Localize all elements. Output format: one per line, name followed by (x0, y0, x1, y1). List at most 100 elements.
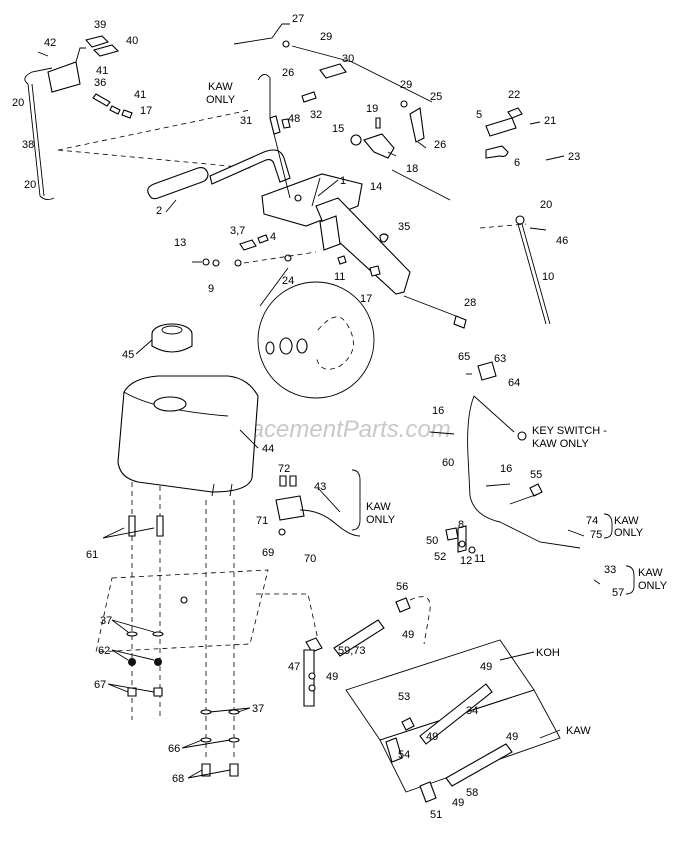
callout: 13 (174, 237, 186, 249)
detail-pointer (259, 267, 289, 307)
bolt-28 (453, 315, 467, 329)
tank-44 (117, 375, 259, 493)
callout: 34 (466, 705, 478, 717)
detail-washer-3 (296, 338, 308, 354)
callout: 59,73 (338, 645, 366, 657)
note-kaw-only-3: KAW (614, 515, 639, 527)
callout: 42 (44, 37, 56, 49)
callout: 41 (96, 65, 108, 77)
callout: 51 (430, 809, 442, 821)
callouts: 1 2 3,7 4 5 6 8 9 10 11 11 12 13 14 15 1… (12, 13, 624, 821)
hardware-row (192, 234, 381, 277)
detail-washer-1 (265, 341, 275, 355)
rod-38 (27, 83, 45, 197)
mount-plate (95, 569, 269, 653)
handle-bar (209, 149, 291, 185)
leader-37b (209, 707, 251, 713)
pin-23 (545, 155, 565, 161)
callout: 6 (514, 157, 520, 169)
nut-17 (121, 109, 133, 119)
callout: 55 (530, 469, 542, 481)
washer-47b (308, 684, 316, 692)
leader-44 (239, 429, 259, 449)
callout: 16 (432, 405, 444, 417)
wire-74 (567, 529, 585, 537)
callout: 4 (270, 231, 276, 243)
bracket (47, 61, 81, 93)
key-lead (473, 395, 515, 433)
wiring-group (429, 361, 635, 595)
fuel-tank-group (95, 323, 269, 777)
callout: 57 (612, 587, 624, 599)
nut-11b (468, 546, 476, 554)
knob-15 (350, 134, 362, 146)
callout: 64 (508, 377, 520, 389)
callout: 46 (556, 235, 568, 247)
callout: 8 (458, 519, 464, 531)
washer-37b (152, 631, 164, 637)
callout: 66 (168, 743, 180, 755)
harness-60 (467, 395, 581, 549)
callout: 53 (398, 691, 410, 703)
callout: 38 (22, 139, 34, 151)
fitting-53 (401, 717, 415, 731)
grip-2 (147, 167, 209, 200)
note-kaw-only-2b: ONLY (366, 514, 396, 526)
note-kaw-only-4b: ONLY (638, 580, 668, 592)
clip-20 (515, 215, 525, 225)
detail-ghost (315, 316, 354, 370)
callout: 19 (366, 103, 378, 115)
kaw-bracket-1 (351, 469, 361, 531)
callout: 33 (604, 564, 616, 576)
callout: 12 (460, 555, 472, 567)
key-switch (517, 431, 527, 441)
cap-45-side (151, 334, 193, 353)
note-kaw: KAW (566, 725, 591, 737)
lever-14 (363, 133, 395, 159)
nut-17b (369, 265, 381, 277)
note-kaw-only-1b: ONLY (206, 94, 236, 106)
note-kaw-only-4: KAW (638, 567, 663, 579)
callout: 21 (544, 115, 556, 127)
bracket-arm (75, 47, 86, 63)
bracket-47 (303, 649, 315, 707)
studs-61 (128, 515, 164, 537)
pad-39 (85, 35, 110, 48)
callout: 41 (134, 89, 146, 101)
washer-66b (228, 737, 240, 743)
fitting-31 (269, 115, 281, 135)
callout: 49 (402, 629, 414, 641)
callout: 44 (262, 443, 274, 455)
washer-37a (126, 631, 138, 637)
hose-58 (445, 743, 513, 787)
callout: 49 (506, 731, 518, 743)
callout: 17 (140, 105, 152, 117)
valve-71 (275, 495, 305, 521)
callout: 31 (240, 115, 252, 127)
switch-63 (477, 361, 497, 381)
clip-35 (379, 233, 389, 243)
callout: 39 (94, 19, 106, 31)
bolt-18 (387, 151, 397, 157)
callout: 28 (464, 297, 476, 309)
callout: 72 (278, 463, 290, 475)
callout: 49 (326, 671, 338, 683)
rod-10 (517, 223, 551, 325)
callout: 11 (474, 553, 485, 565)
callout: 30 (342, 53, 354, 65)
cable-main (291, 45, 433, 103)
hose-34 (419, 683, 493, 745)
note-kaw-only-3b: ONLY (614, 527, 644, 539)
brake-linkage-group (24, 35, 251, 201)
handle-slot (311, 177, 321, 207)
callout: 56 (396, 581, 408, 593)
callout: 10 (542, 271, 554, 283)
pad-40 (92, 44, 120, 57)
bolt-28-leader (403, 295, 457, 317)
leader-61 (102, 527, 155, 539)
lever-26 (417, 141, 427, 149)
tank-mount-dash (131, 482, 235, 760)
valve-56 (395, 597, 411, 613)
cable-kaw (257, 74, 291, 199)
callout: 37 (252, 703, 264, 715)
